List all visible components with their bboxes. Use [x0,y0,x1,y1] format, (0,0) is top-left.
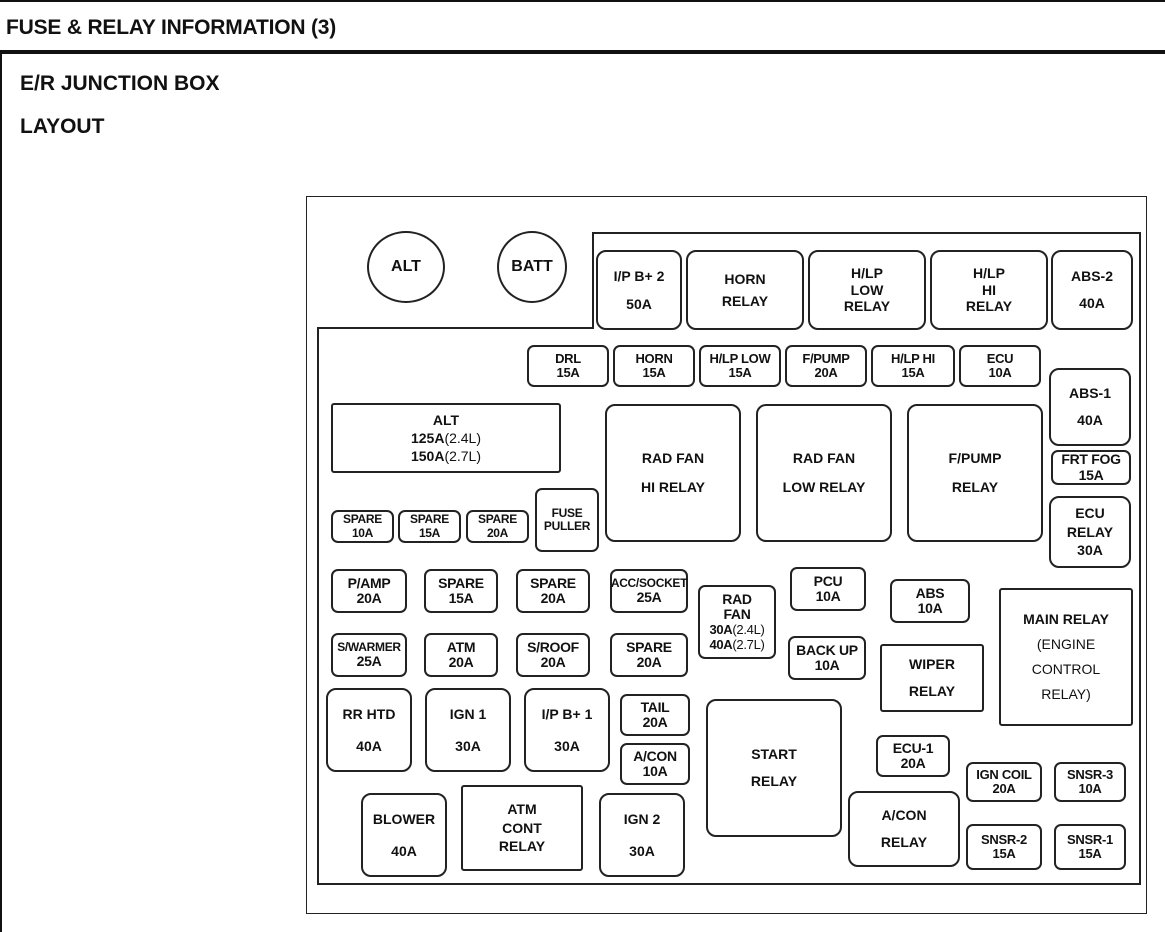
page-header: FUSE & RELAY INFORMATION (3) [0,0,1165,54]
alt-main-fuse: ALT 125A(2.4L) 150A(2.7L) [331,403,561,473]
main-relay: MAIN RELAY (ENGINE CONTROL RELAY) [999,588,1133,726]
alt-terminal: ALT [367,231,445,303]
batt-terminal: BATT [497,231,567,303]
junction-box-frame [306,196,1147,914]
junction-box-outline [317,232,1141,885]
page-title: FUSE & RELAY INFORMATION (3) [6,16,337,39]
subsection-title: LAYOUT [20,115,105,138]
rad-fan-fuse: RAD FAN 30A(2.4L) 40A(2.7L) [698,585,776,659]
header-rule [0,50,1165,54]
left-margin-rule [0,52,2,932]
junction-box-layout [317,232,1141,885]
section-title: E/R JUNCTION BOX [20,72,220,95]
